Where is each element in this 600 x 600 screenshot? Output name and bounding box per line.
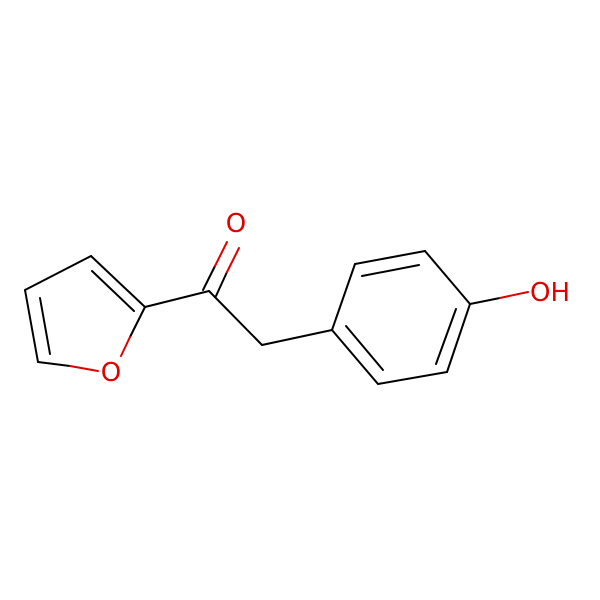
furan-bond-c4-c3 — [24, 255, 92, 291]
bond-carbonyl-double-1-red — [214, 241, 228, 267]
furan-bond-c5-o1 — [37, 361, 71, 367]
phenyl-bond-6-1-inner — [345, 325, 384, 371]
furan-bond-c2-o1 — [129, 306, 146, 338]
furan-bond-c3-c2-inner — [91, 270, 135, 312]
phenyl-bond-2-3 — [354, 250, 426, 265]
furan-bond-c3-c2 — [90, 255, 146, 308]
bond-ch2-phenyl — [261, 329, 333, 346]
phenyl-bond-6-1 — [331, 329, 379, 385]
furan-bond-c5-c4 — [24, 289, 39, 363]
hydroxyl-label: OH — [530, 278, 570, 308]
phenyl-bond-1-2 — [331, 263, 356, 331]
phenyl-bond-4-5 — [446, 303, 471, 373]
bond-c2-carbonyl-carbon — [144, 290, 210, 308]
bond-carbonyl-double-1 — [202, 265, 216, 291]
bond-carbonyl-ch2 — [208, 290, 263, 346]
phenyl-bond-3-4 — [424, 250, 471, 305]
phenyl-bond-5-6 — [377, 371, 448, 385]
furan-ring — [24, 255, 146, 372]
phenyl-bond-4-5-inner — [435, 308, 457, 365]
bond-carbonyl-double-2 — [215, 271, 228, 297]
ketone-linker — [144, 241, 333, 346]
bond-phenyl-oh — [469, 297, 501, 305]
furan-bond-c5-c4-inner — [39, 297, 51, 355]
carbonyl-oxygen-label: O — [226, 209, 246, 239]
furan-oxygen-label: O — [101, 358, 121, 388]
bond-phenyl-oh-red — [499, 291, 529, 299]
phenyl-ring — [331, 250, 529, 385]
bond-carbonyl-double-2-red — [226, 247, 240, 273]
phenyl-bond-2-3-inner — [361, 264, 420, 277]
furan-bond-c5-o1-red — [69, 365, 99, 372]
furan-bond-c2-o1-red — [120, 336, 131, 357]
